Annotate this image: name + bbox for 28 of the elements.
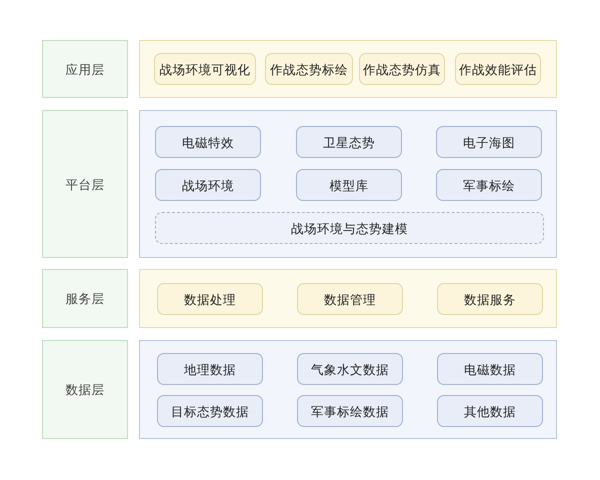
module-box: 数据管理 xyxy=(297,283,403,315)
module-box: 军事标绘 xyxy=(436,169,542,201)
module-box: 目标态势数据 xyxy=(157,395,263,427)
layer-panel xyxy=(139,110,557,258)
module-box: 电磁特效 xyxy=(155,126,261,158)
module-box: 军事标绘数据 xyxy=(297,395,403,427)
module-box: 电子海图 xyxy=(436,126,542,158)
module-box: 气象水文数据 xyxy=(297,353,403,385)
layer-panel xyxy=(139,269,557,328)
module-box: 作战态势标绘 xyxy=(265,53,353,85)
module-box: 其他数据 xyxy=(437,395,543,427)
module-box: 作战效能评估 xyxy=(455,53,541,85)
module-box: 数据服务 xyxy=(437,283,543,315)
layer-panel xyxy=(139,340,557,439)
layer-label-box: 平台层 xyxy=(42,110,128,258)
layer-label-box: 服务层 xyxy=(42,269,128,328)
layer-panel xyxy=(139,40,557,98)
dashed-box: 战场环境与态势建模 xyxy=(155,212,544,244)
module-box: 作战态势仿真 xyxy=(359,53,445,85)
module-box: 卫星态势 xyxy=(296,126,402,158)
module-box: 数据处理 xyxy=(157,283,263,315)
layer-label-box: 数据层 xyxy=(42,340,128,439)
module-box: 战场环境可视化 xyxy=(154,53,256,85)
module-box: 战场环境 xyxy=(155,169,261,201)
layer-label-box: 应用层 xyxy=(42,40,128,98)
module-box: 地理数据 xyxy=(157,353,263,385)
module-box: 模型库 xyxy=(296,169,402,201)
module-box: 电磁数据 xyxy=(437,353,543,385)
